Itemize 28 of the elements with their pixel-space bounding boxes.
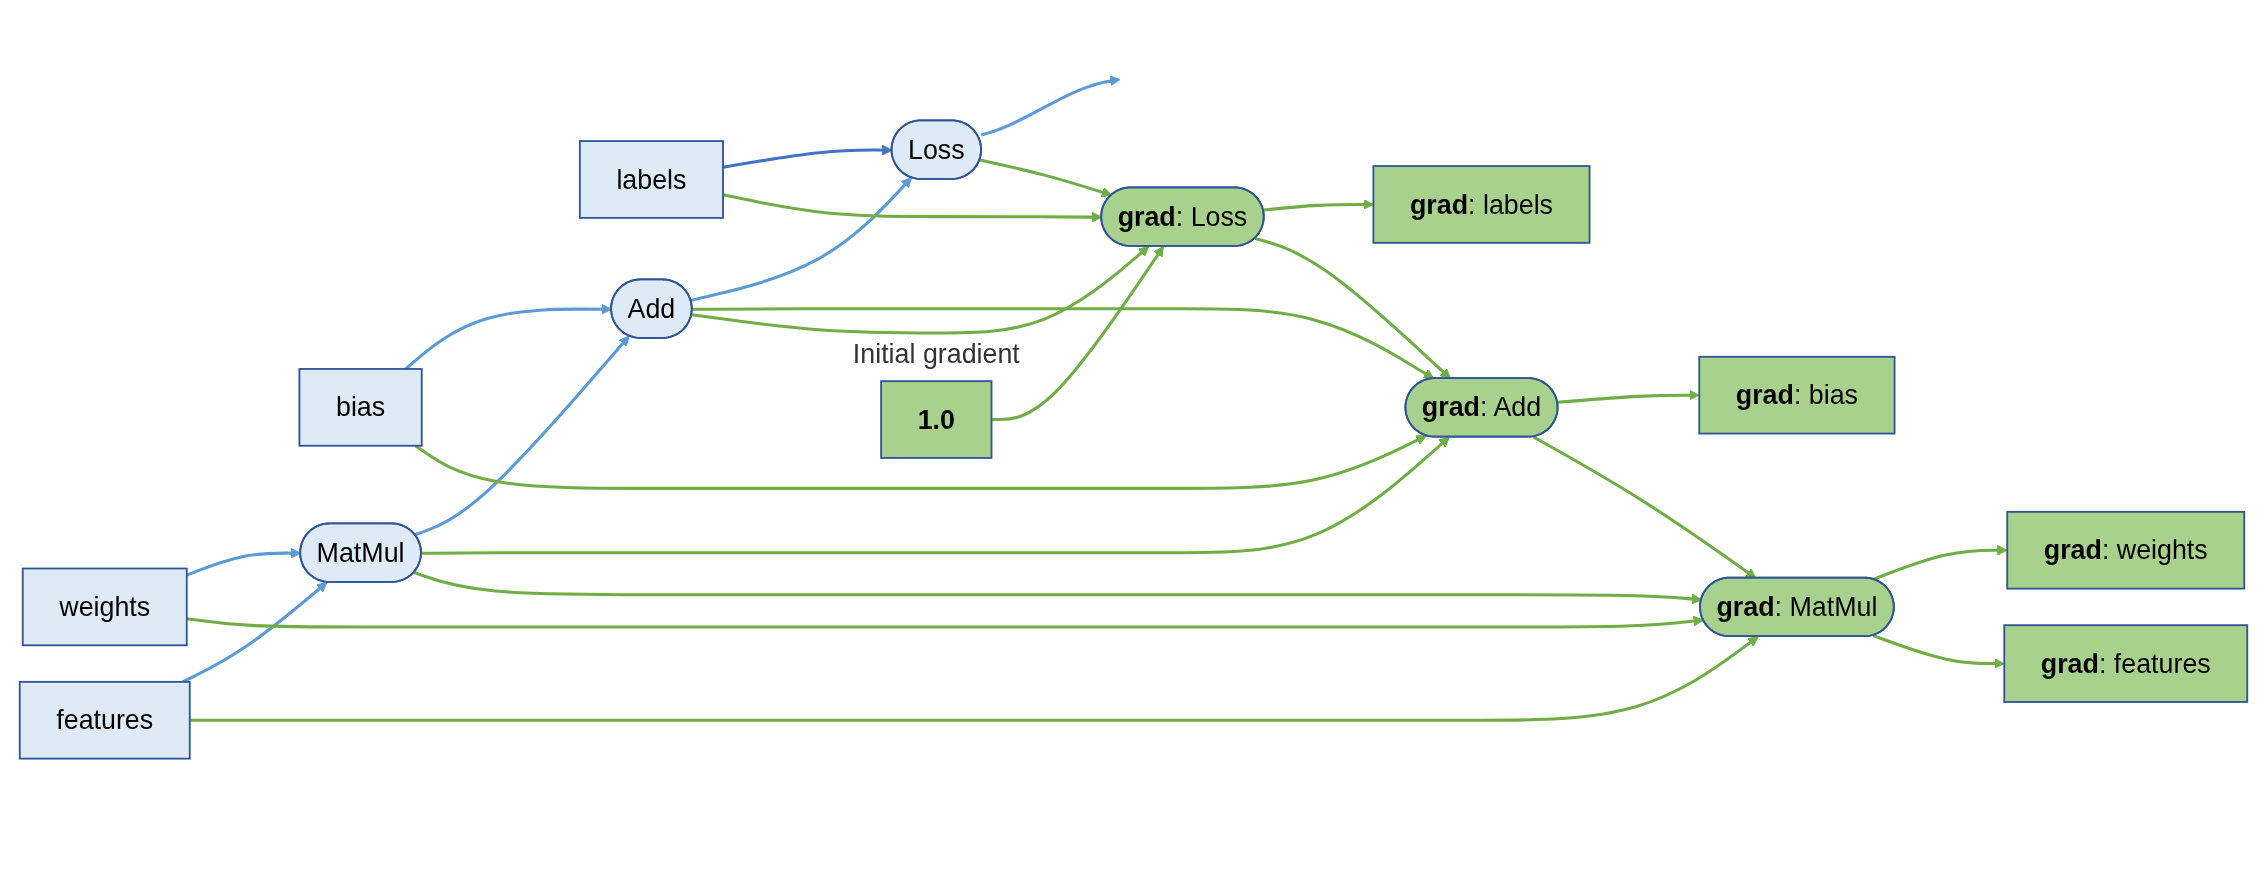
node-box: grad: features [2003, 624, 2249, 703]
arrow [414, 435, 1427, 490]
node-label: Initial gradient [852, 339, 1020, 370]
arrow [414, 335, 630, 537]
arrow [186, 615, 1704, 629]
arrow [1872, 634, 2005, 669]
arrow [189, 636, 1759, 722]
node-box: labels [578, 140, 724, 219]
arrow [1557, 389, 1700, 404]
node-box: grad: bias [1698, 355, 1896, 435]
node-box: features [18, 680, 191, 760]
arrow [421, 436, 1450, 555]
arrow [690, 177, 912, 302]
arrow [991, 246, 1164, 422]
arrow [980, 75, 1121, 137]
arrow [1872, 544, 2008, 581]
node-box: grad: labels [1372, 165, 1591, 244]
arrow [1263, 199, 1374, 212]
node-box: 1.0 [880, 380, 993, 459]
arrow [182, 581, 328, 684]
arrow [979, 158, 1113, 198]
arrow [1254, 236, 1451, 380]
node-box: bias [298, 368, 423, 447]
arrow [1532, 435, 1757, 579]
arrow [692, 307, 1435, 380]
node-box: grad: weights [2006, 510, 2246, 590]
node-box: weights [21, 567, 188, 647]
arrow [691, 246, 1150, 335]
